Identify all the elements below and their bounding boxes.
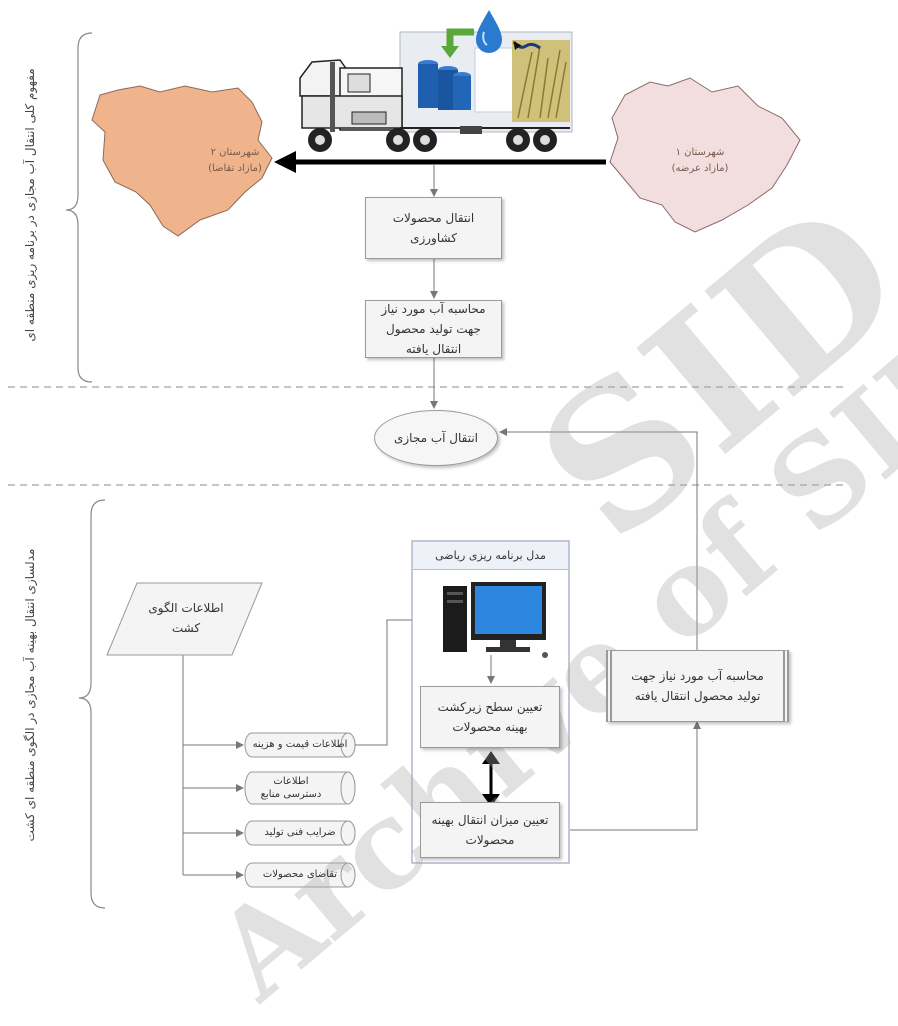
virtual-water-oval: انتقال آب مجازی xyxy=(374,410,498,466)
computer-icon xyxy=(443,582,548,658)
city-right-shape xyxy=(609,77,801,233)
upper-calc-box: محاسبه آب مورد نیاز جهت تولید محصول انتق… xyxy=(365,300,502,358)
city-right-sub: (مازاد عرضه) xyxy=(671,163,729,174)
city-left-label: شهرستان ۲ (مازاد تقاضا) xyxy=(175,145,295,177)
pattern-info-label: اطلاعات الگوی کشت xyxy=(148,601,224,635)
cylinder-demand-label: تقاضای محصولات xyxy=(262,869,338,880)
upper-bracket xyxy=(65,32,93,383)
evaporation-arrow-icon xyxy=(512,41,541,50)
lower-bracket xyxy=(78,499,106,909)
city-right-name: شهرستان ۱ xyxy=(675,147,725,158)
city-left-sub: (مازاد تقاضا) xyxy=(208,163,262,174)
pattern-info-shape xyxy=(106,582,263,656)
city-left-shape xyxy=(91,85,273,237)
lower-side-label: مدلسازی انتقال بهینه آب مجازی در الگوی م… xyxy=(23,548,37,842)
truck-illustration xyxy=(299,31,573,152)
lower-calc-box: محاسبه آب مورد نیاز جهت تولید محصول انتق… xyxy=(606,650,789,722)
green-arrow-icon xyxy=(446,28,474,50)
feedback-line xyxy=(499,428,698,650)
cylinder-coefficients-label: ضرایب فنی تولید xyxy=(264,827,336,838)
transfer-products-box: انتقال محصولات کشاورزی xyxy=(365,197,502,259)
city-right-label: شهرستان ۱ (مازاد عرضه) xyxy=(640,145,760,177)
water-drop-icon xyxy=(476,10,502,53)
cylinder-resources-label: اطلاعات دسترسی منابع xyxy=(260,776,322,800)
city-left-name: شهرستان ۲ xyxy=(210,147,260,158)
model-title: مدل برنامه ریزی ریاضی xyxy=(413,542,568,570)
diagram-canvas: SID Archive of SID مفهوم کلی انتقال آب م… xyxy=(8,10,898,1026)
upper-side-label: مفهوم کلی انتقال آب مجازی در برنامه ریزی… xyxy=(23,68,37,342)
transfer-optimization-box: تعیین میزان انتقال بهینه محصولات xyxy=(420,802,560,858)
surface-optimization-box: تعیین سطح زیرکشت بهینه محصولات xyxy=(420,686,560,748)
cylinder-price-label: اطلاعات قیمت و هزینه xyxy=(252,739,348,750)
data-cylinders xyxy=(244,732,356,888)
transfer-to-calc-line xyxy=(570,721,701,831)
main-arrow-head xyxy=(274,151,296,173)
